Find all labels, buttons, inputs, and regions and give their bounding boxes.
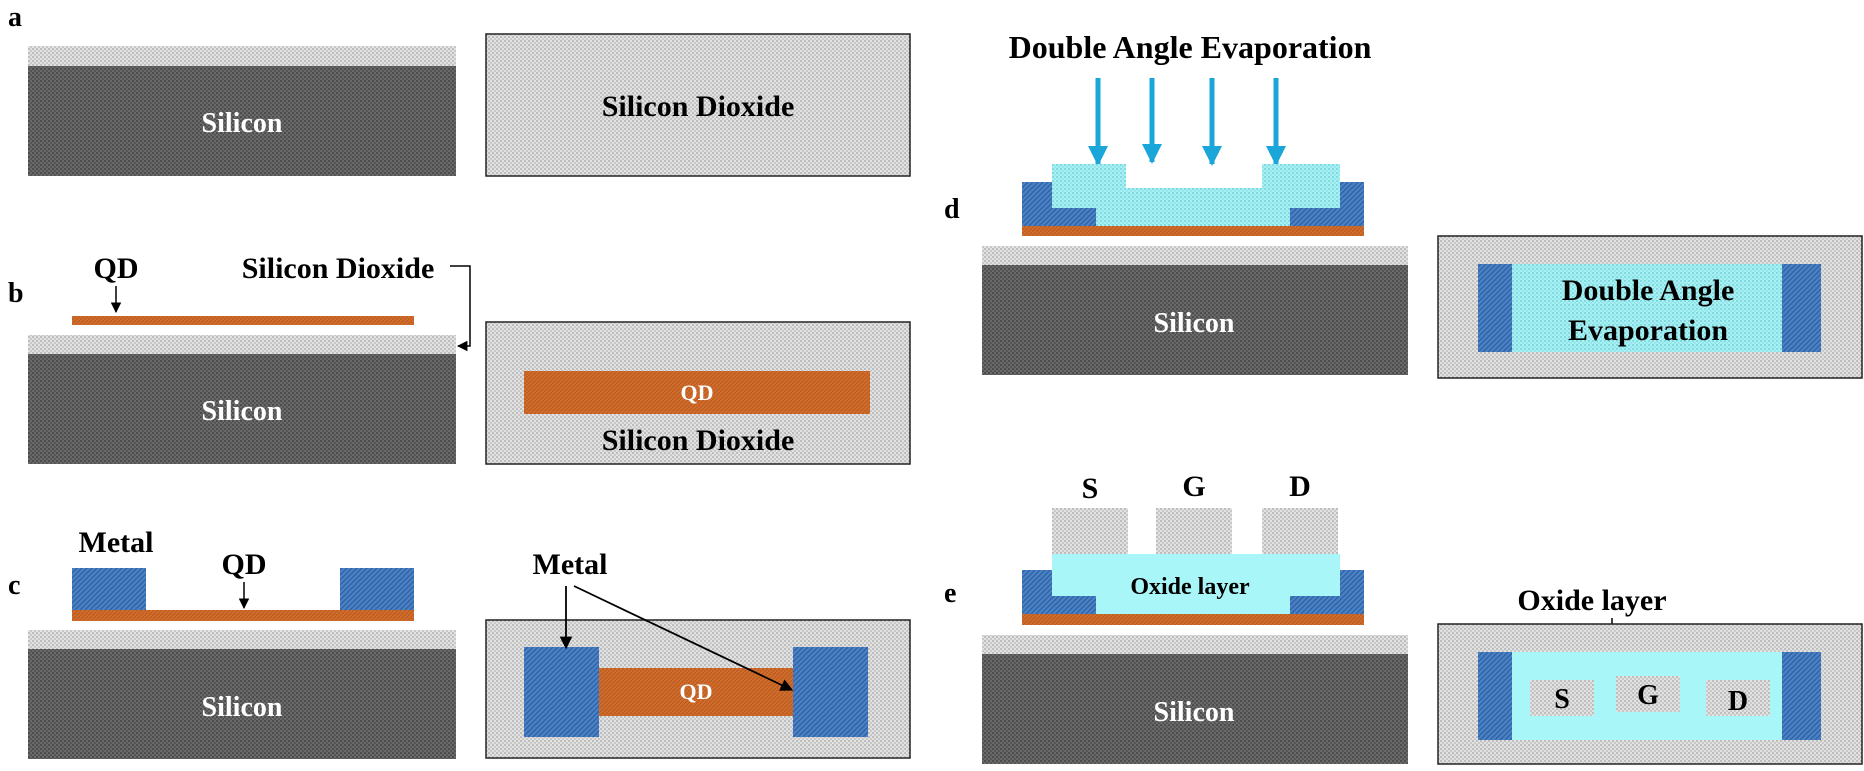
panel-letter-a: a (8, 2, 22, 33)
panel-letter-e: e (944, 578, 956, 609)
gate-electrode (1156, 508, 1232, 554)
qd-layer (72, 316, 414, 325)
top-metal-left (524, 647, 599, 737)
silicon-label: Silicon (202, 692, 283, 723)
panel-c: c Metal QD Silicon QD Metal (8, 526, 911, 759)
panel-d: d Double Angle Evaporation Silicon Doubl… (944, 29, 1863, 379)
oxide-layer (28, 630, 456, 649)
metal-contact-left (72, 568, 146, 610)
evaporated-layer (1052, 164, 1340, 226)
silicon-substrate (28, 354, 456, 464)
silicon-substrate (982, 654, 1408, 764)
source-electrode (1052, 508, 1128, 554)
silicon-dioxide-label: Silicon Dioxide (602, 90, 795, 123)
oxide-pointer-arrow (450, 265, 471, 352)
oxide-layer (28, 46, 456, 66)
oxide-layer (982, 635, 1408, 654)
panel-e: e S G D Oxide layer Silicon Oxide layer … (944, 470, 1863, 765)
top-drain-pad (1706, 680, 1770, 716)
panel-letter-d: d (944, 194, 960, 225)
oxide-layer (28, 335, 456, 354)
qd-layer (72, 610, 414, 621)
silicon-label: Silicon (1154, 697, 1235, 728)
top-source-label: S (1554, 684, 1570, 715)
top-oxide-label: Oxide layer (1517, 584, 1666, 617)
source-label: S (1082, 472, 1099, 505)
qd-layer (1022, 226, 1364, 236)
qd-label: QD (94, 252, 139, 285)
top-evaporated-layer (1512, 264, 1782, 352)
metal-label: Metal (79, 526, 154, 559)
evaporation-title: Double Angle Evaporation (1009, 29, 1372, 65)
top-qd-label: QD (680, 679, 713, 704)
top-source-pad (1530, 680, 1594, 716)
metal-pointer-arrow-right (573, 585, 794, 691)
qd-label: QD (222, 548, 267, 581)
top-view-box (485, 33, 911, 177)
drain-label: D (1289, 470, 1311, 503)
top-label-line1: Double Angle (1562, 274, 1735, 307)
top-oxide-label: Silicon Dioxide (602, 424, 795, 457)
top-qd (524, 371, 870, 414)
panel-letter-c: c (8, 570, 20, 601)
silicon-substrate (28, 66, 456, 176)
silicon-label: Silicon (202, 396, 283, 427)
top-gate-pad (1616, 676, 1680, 712)
silicon-substrate (28, 649, 456, 759)
top-drain-label: D (1728, 686, 1748, 717)
panel-b: b QD Silicon Dioxide Silicon QD Silicon … (8, 252, 911, 465)
top-metal-label: Metal (533, 548, 608, 581)
top-label-line2: Evaporation (1568, 314, 1728, 347)
oxide-layer-cross-section (1052, 554, 1340, 614)
metal-contact-right (340, 568, 414, 610)
silicon-label: Silicon (202, 108, 283, 139)
silicon-dioxide-label: Silicon Dioxide (242, 252, 435, 285)
drain-electrode (1262, 508, 1338, 554)
oxide-layer (982, 246, 1408, 265)
gate-label: G (1182, 470, 1205, 503)
silicon-substrate (982, 265, 1408, 375)
top-gate-label: G (1637, 680, 1659, 711)
panel-a: a Silicon Silicon Dioxide (8, 2, 911, 177)
top-metal-right (793, 647, 868, 737)
silicon-label: Silicon (1154, 308, 1235, 339)
qd-layer (1022, 614, 1364, 625)
top-qd-label: QD (681, 380, 714, 405)
panel-letter-b: b (8, 278, 24, 309)
oxide-layer-label: Oxide layer (1130, 574, 1250, 600)
